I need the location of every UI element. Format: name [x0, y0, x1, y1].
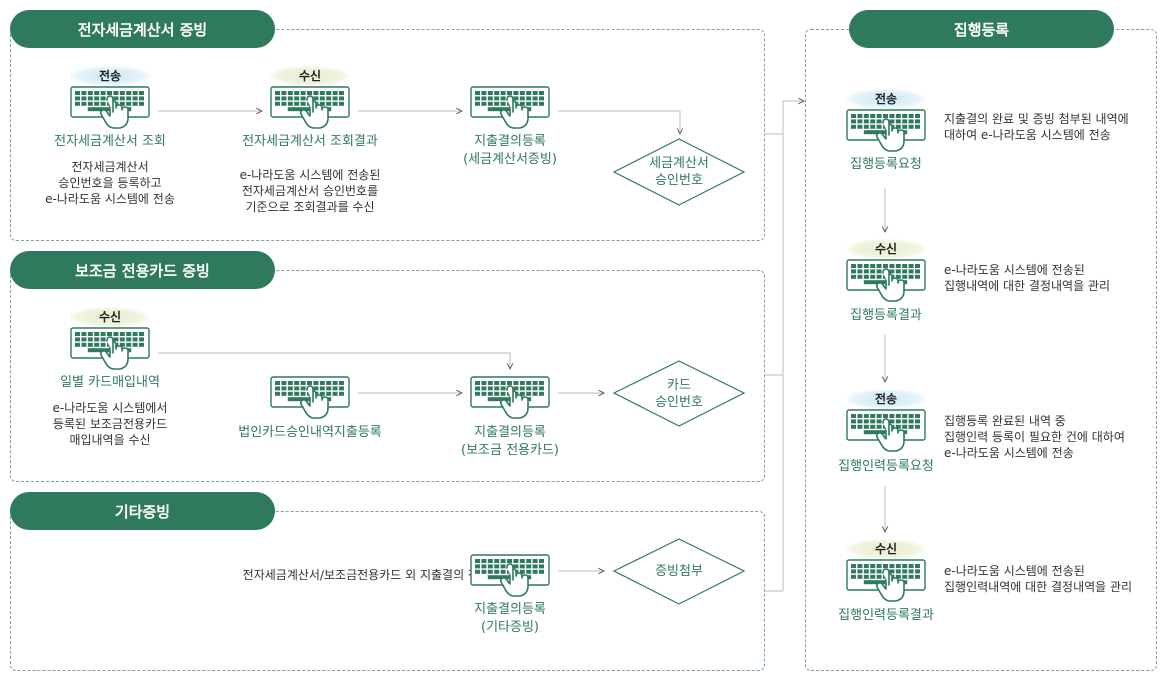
- keyboard-hand-icon[interactable]: [846, 109, 928, 159]
- execution-result-desc: e-나라도움 시스템에 전송된 집행내역에 대한 결정내역을 관리: [944, 263, 1111, 293]
- send-badge: 전송: [846, 389, 926, 409]
- keyboard-hand-icon[interactable]: [70, 327, 152, 377]
- keyboard-hand-icon[interactable]: [70, 86, 152, 136]
- tax-invoice-panel: [10, 29, 765, 241]
- keyboard-hand-icon[interactable]: [270, 376, 352, 426]
- daily-card-purchase-desc: e-나라도움 시스템에서 등록된 보조금전용카드 매입내역을 수신: [52, 401, 168, 447]
- daily-card-purchase-label: 일별 카드매입내역: [60, 375, 160, 390]
- execution-title: 집행등록: [849, 10, 1114, 48]
- tax-invoice-query-label: 전자세금계산서 조회: [54, 134, 166, 149]
- subsidy-card-panel: [10, 270, 765, 482]
- execution-result-label: 집행등록결과: [850, 308, 922, 323]
- other-title: 기타증빙: [10, 492, 275, 530]
- keyboard-hand-icon[interactable]: [846, 409, 928, 459]
- execution-request-label: 집행등록요청: [850, 157, 922, 172]
- execution-request-desc: 지출결의 완료 및 증빙 첨부된 내역에 대하여 e-나라도움 시스템에 전송: [944, 112, 1129, 142]
- keyboard-hand-icon[interactable]: [846, 259, 928, 309]
- send-badge: 전송: [846, 89, 926, 109]
- tax-invoice-title: 전자세금계산서 증빙: [10, 10, 275, 48]
- execution-staff-result-label: 집행인력등록결과: [838, 608, 934, 623]
- tax-approval-diamond: [612, 138, 746, 206]
- evidence-attach-text: 증빙첨부: [655, 564, 703, 579]
- corporate-card-register-label: 법인카드승인내역지출등록: [238, 425, 382, 440]
- keyboard-hand-icon[interactable]: [470, 376, 552, 426]
- other-panel: [10, 511, 765, 671]
- receive-badge: 수신: [846, 239, 926, 259]
- receive-badge: 수신: [846, 539, 926, 559]
- subsidy-card-title: 보조금 전용카드 증빙: [10, 251, 275, 289]
- evidence-attach-diamond: [612, 538, 746, 605]
- tax-invoice-result-desc: e-나라도움 시스템에 전송된 전자세금계산서 승인번호를 기준으로 조회결과를…: [239, 168, 381, 214]
- expense-register-tax-label: 지출결의등록 (세금계산서증빙): [463, 134, 557, 167]
- tax-invoice-result-label: 전자세금계산서 조회결과: [242, 134, 378, 149]
- other-evidence-desc: 전자세금계산서/보조금전용카드 외 지출결의 전체: [242, 568, 490, 582]
- expense-register-card-label: 지출결의등록 (보조금 전용카드): [461, 425, 559, 458]
- execution-staff-request-label: 집행인력등록요청: [838, 459, 934, 474]
- receive-badge: 수신: [270, 66, 350, 86]
- keyboard-hand-icon[interactable]: [270, 86, 352, 136]
- keyboard-hand-icon[interactable]: [470, 554, 552, 604]
- execution-staff-result-desc: e-나라도움 시스템에 전송된 집행인력내역에 대한 결정내역을 관리: [944, 564, 1133, 594]
- keyboard-hand-icon[interactable]: [470, 86, 552, 136]
- receive-badge: 수신: [70, 307, 150, 327]
- keyboard-hand-icon[interactable]: [846, 559, 928, 609]
- execution-staff-request-desc: 집행등록 완료된 내역 중 집행인력 등록이 필요한 건에 대하여 e-나라도움…: [944, 414, 1125, 460]
- expense-register-other-label: 지출결의등록 (기타증빙): [474, 602, 546, 635]
- card-approval-diamond: [612, 360, 746, 427]
- tax-invoice-query-desc: 전자세금계산서 승인번호을 등록하고 e-나라도움 시스템에 전송: [45, 160, 175, 206]
- send-badge: 전송: [70, 66, 150, 86]
